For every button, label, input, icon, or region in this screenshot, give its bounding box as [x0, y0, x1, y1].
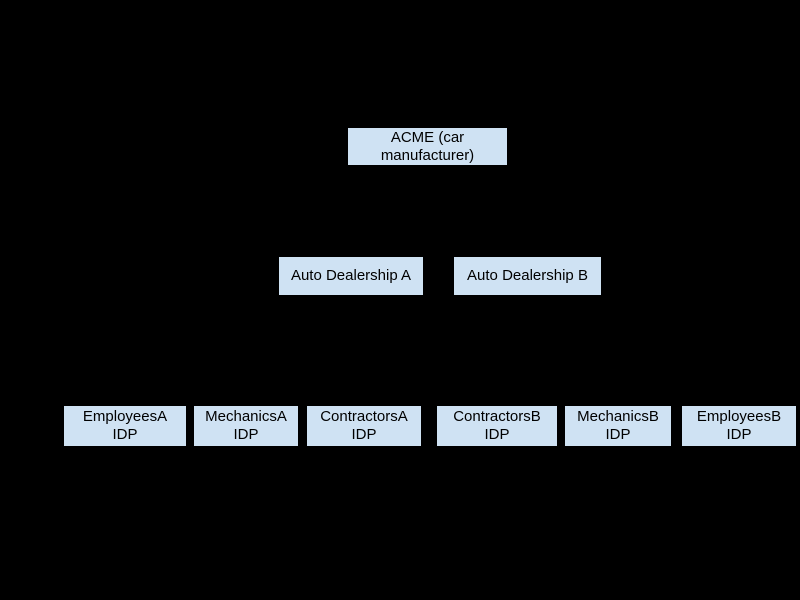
node-employees-a-idp: EmployeesA IDP — [63, 405, 187, 447]
edge-dealership-a-contractors-a — [350, 295, 365, 406]
edge-dealership-b-mechanics-b — [526, 295, 619, 406]
node-contractors-a-idp: ContractorsA IDP — [306, 405, 422, 447]
node-employees-b-idp: EmployeesB IDP — [681, 405, 797, 447]
edge-dealership-b-contractors-b — [496, 295, 529, 406]
edge-dealership-a-employees-a — [124, 295, 352, 406]
edge-acme-dealership-a — [350, 165, 429, 257]
edge-acme-dealership-b — [426, 165, 529, 257]
node-acme: ACME (car manufacturer) — [347, 127, 508, 166]
node-contractors-b-idp: ContractorsB IDP — [436, 405, 558, 447]
node-auto-dealership-a: Auto Dealership A — [278, 256, 424, 296]
node-mechanics-a-idp: MechanicsA IDP — [193, 405, 299, 447]
node-mechanics-b-idp: MechanicsB IDP — [564, 405, 672, 447]
edge-dealership-b-employees-b — [527, 295, 740, 406]
edge-dealership-a-mechanics-a — [245, 295, 352, 406]
node-auto-dealership-b: Auto Dealership B — [453, 256, 602, 296]
